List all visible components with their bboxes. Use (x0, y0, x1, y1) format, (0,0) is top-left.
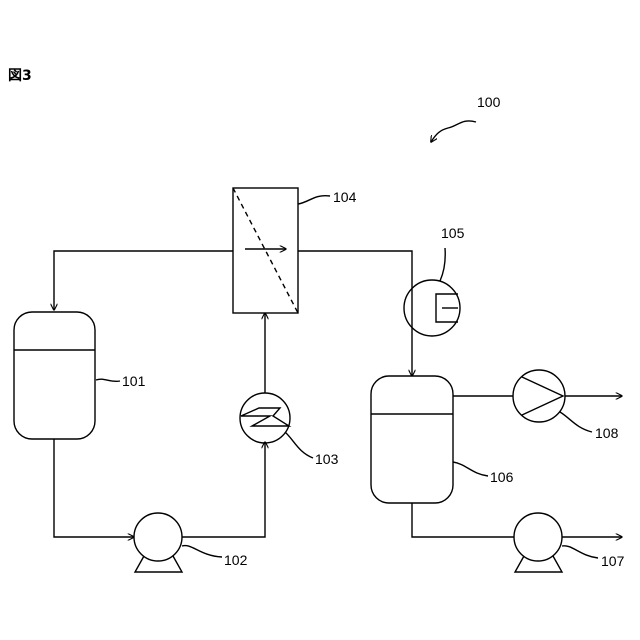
compressor-108 (513, 370, 565, 422)
leader-103 (285, 432, 313, 458)
pipe-104-to-101 (54, 251, 233, 310)
system-leader (431, 121, 476, 142)
label-103: 103 (315, 451, 339, 467)
label-107: 107 (601, 553, 625, 569)
label-104: 104 (333, 189, 357, 205)
label-102: 102 (224, 552, 248, 568)
leader-101 (96, 379, 120, 381)
leader-107 (562, 546, 598, 558)
label-108: 108 (595, 425, 619, 441)
membrane-module-104 (233, 188, 298, 313)
heater-103 (240, 393, 290, 443)
label-106: 106 (490, 469, 514, 485)
pump-107 (514, 513, 562, 572)
leader-104 (298, 196, 330, 204)
leader-108 (560, 412, 592, 432)
pipe-102-to-103 (182, 442, 265, 537)
tank-106 (371, 376, 453, 503)
label-101: 101 (122, 373, 146, 389)
system-label: 100 (477, 94, 501, 110)
leader-102 (182, 546, 222, 557)
figure-label: 図3 (8, 68, 32, 84)
pipe-106-to-107 (412, 503, 514, 537)
label-105: 105 (441, 225, 465, 241)
pipe-101-to-102 (54, 439, 134, 537)
pipe-104-to-106 (298, 251, 412, 376)
tank-101 (14, 312, 95, 439)
leader-105 (440, 248, 445, 281)
leader-106 (453, 462, 488, 476)
pump-102 (134, 513, 182, 572)
